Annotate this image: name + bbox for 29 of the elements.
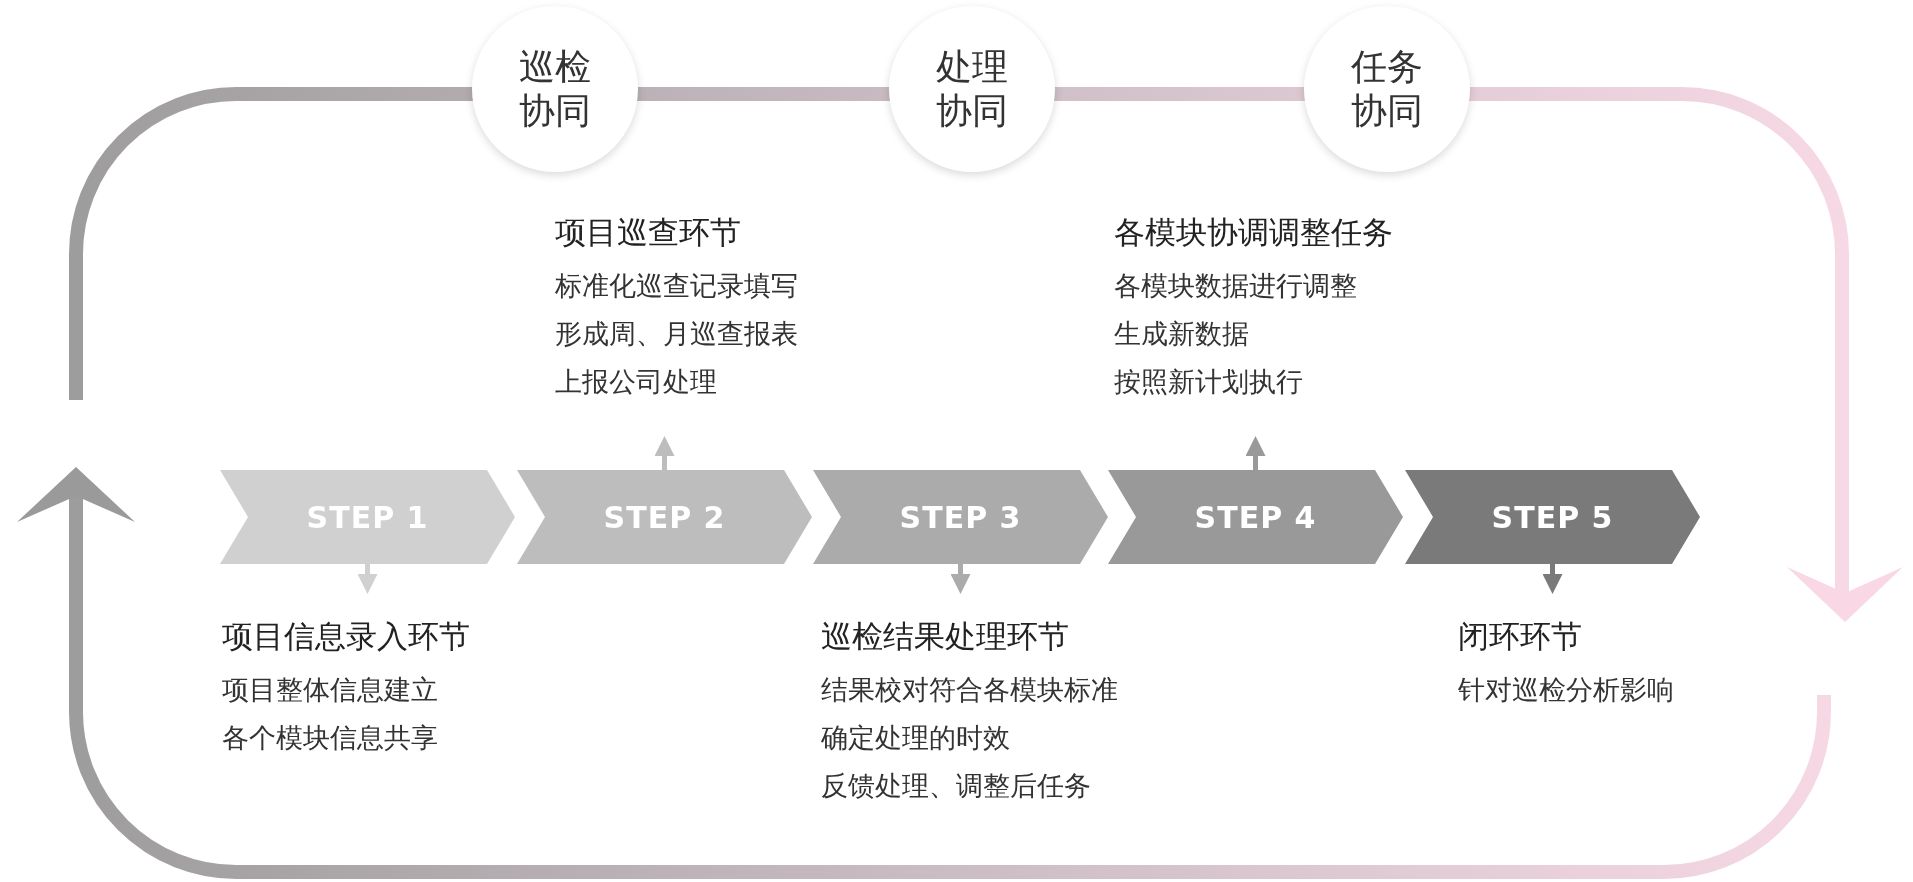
step-detail: 形成周、月巡查报表: [555, 318, 798, 349]
step-detail: 针对巡检分析影响: [1458, 674, 1674, 705]
step-heading: 项目信息录入环节: [222, 618, 470, 654]
step-detail: 各个模块信息共享: [222, 722, 438, 753]
step-detail: 各模块数据进行调整: [1114, 270, 1357, 301]
step-detail: 结果校对符合各模块标准: [821, 674, 1118, 705]
circle-badge: 任务协同: [1304, 6, 1470, 172]
step-detail: 按照新计划执行: [1114, 366, 1303, 397]
arrow: [654, 436, 675, 470]
step-detail: 标准化巡查记录填写: [555, 270, 798, 301]
arrow: [357, 564, 378, 594]
circle-badge: 巡检协同: [472, 6, 638, 172]
step-label: STEP 5: [1491, 499, 1614, 535]
circle-badge: 处理协同: [889, 6, 1055, 172]
step-heading: 各模块协调调整任务: [1114, 214, 1393, 250]
step-detail: 生成新数据: [1114, 318, 1249, 349]
step-detail: 确定处理的时效: [821, 722, 1010, 753]
step-label: STEP 4: [1194, 499, 1317, 535]
step-heading: 巡检结果处理环节: [821, 618, 1069, 654]
step-heading: 项目巡查环节: [555, 214, 741, 250]
arrow: [950, 564, 971, 594]
step-detail: 反馈处理、调整后任务: [821, 770, 1091, 801]
step-detail: 上报公司处理: [555, 366, 717, 397]
step-label: STEP 3: [899, 499, 1022, 535]
step-heading: 闭环环节: [1458, 618, 1582, 654]
arrow: [1542, 564, 1563, 594]
step-label: STEP 2: [603, 499, 726, 535]
step-detail: 项目整体信息建立: [222, 674, 438, 705]
arrow: [1245, 436, 1266, 470]
